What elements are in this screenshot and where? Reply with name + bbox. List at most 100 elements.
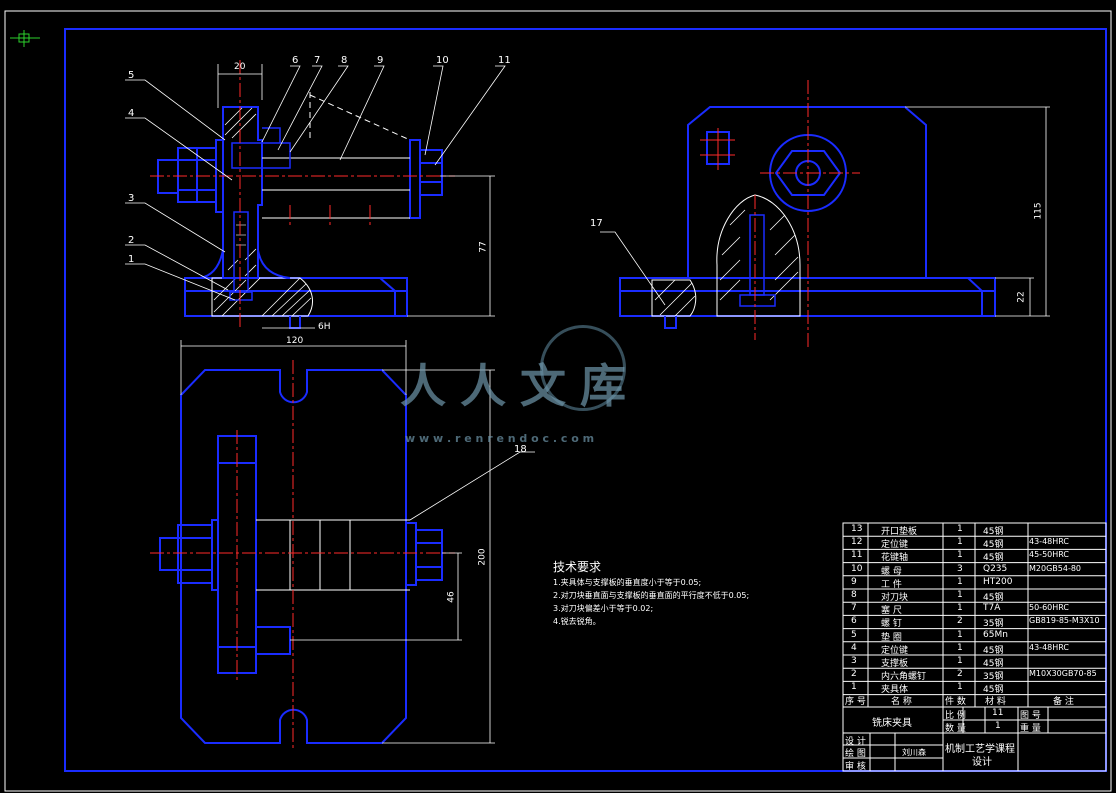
bom-cell-mat: Q235 [983, 563, 1008, 574]
frame-border [64, 28, 1107, 772]
bom-cell-no: 4 [851, 642, 857, 653]
bom-cell-name: 定位键 [881, 645, 909, 656]
bom-cell-note: 43-48HRC [1029, 642, 1070, 652]
bom-cell-name: 支撑板 [881, 659, 909, 669]
bom-cell-qty: 2 [957, 616, 963, 627]
bom-cell-no: 8 [851, 590, 857, 600]
bom-header-name: 名 称 [891, 697, 912, 707]
dim-22: 22 [1016, 291, 1027, 303]
bom-cell-no: 1 [851, 682, 857, 693]
tb-draw: 绘 图 [845, 749, 866, 759]
tech-title: 技术要求 [553, 560, 602, 574]
bom-cell-name: 定位键 [881, 540, 909, 551]
tb-weight-label: 重 量 [1020, 724, 1041, 734]
bom-header: 序 号 名 称 件 数 材 料 备 注 [843, 694, 1106, 707]
bom-cell-name: 塞 尺 [881, 606, 902, 617]
bom-cell-qty: 1 [957, 642, 963, 653]
bom-cell-mat: 35钢 [983, 672, 1004, 683]
tb-count-label: 数 量 [945, 724, 966, 734]
bom-cell-note: 43-48HRC [1029, 537, 1070, 547]
tb-check: 审 核 [845, 762, 866, 772]
side-view [600, 80, 1050, 350]
bom-header-note: 备 注 [1053, 697, 1074, 707]
bom-cell-name: 内六角螺钉 [881, 672, 927, 683]
bom-cell-no: 3 [851, 656, 857, 666]
tb-count: 1 [995, 721, 1001, 731]
balloon-17: 17 [590, 218, 603, 229]
front-view [125, 60, 506, 330]
bom-cell-name: 工 件 [881, 579, 902, 590]
balloon-1: 1 [128, 254, 135, 265]
bom-cell-note: GB819-85-M3X10 [1029, 616, 1100, 626]
bom-cell-qty: 1 [957, 524, 963, 534]
bom-row: 13 开口垫板 1 45钢 [843, 524, 1106, 537]
bom-cell-mat: HT200 [983, 576, 1013, 587]
watermark-url: w w w . r e n r e n d o c . c o m [405, 432, 595, 445]
tb-design: 设 计 [845, 737, 866, 747]
bom-cell-name: 开口垫板 [881, 527, 918, 537]
bom-cell-no: 10 [851, 563, 863, 574]
bom-row: 9 工 件 1 HT200 [843, 577, 1106, 590]
dim-20: 20 [234, 62, 246, 72]
dim-46: 46 [446, 591, 457, 603]
bom-row-lines [843, 535, 1106, 696]
tb-scale: 11 [992, 708, 1004, 718]
bom-cell-qty: 1 [957, 682, 963, 693]
bom-cell-qty: 1 [957, 537, 963, 548]
tb-course2: 设计 [972, 757, 992, 768]
bom-cell-name: 花键轴 [881, 553, 909, 564]
ucs-icon [10, 30, 40, 47]
bom-header-qty: 件 数 [945, 697, 966, 707]
bom-cell-mat: 45钢 [983, 685, 1004, 696]
balloon-18: 18 [514, 444, 527, 455]
bom-cell-no: 5 [851, 629, 857, 640]
dim-115: 115 [1033, 202, 1044, 220]
bom-cell-qty: 1 [957, 629, 963, 640]
bom-cell-no: 11 [851, 550, 863, 561]
bom-cell-mat: 45钢 [983, 659, 1004, 669]
dim-77: 77 [478, 241, 489, 253]
bom-cell-mat: 45钢 [983, 527, 1004, 537]
bom-row: 4 定位键 1 45钢 43-48HRC [843, 643, 1106, 656]
balloon-2: 2 [128, 235, 135, 246]
balloon-3: 3 [128, 193, 135, 204]
tech-item-3: 3.对刀块偏差小于等于0.02; [553, 604, 654, 613]
bom-cell-qty: 2 [957, 669, 963, 680]
dim-200: 200 [477, 548, 488, 566]
bom-row: 2 内六角螺钉 2 35钢 M10X30GB70-85 [843, 669, 1106, 682]
bom-cell-mat: 45钢 [983, 540, 1004, 551]
bom-cell-note: M10X30GB70-85 [1029, 669, 1097, 679]
tb-drawer: 刘川森 [902, 748, 926, 757]
bom-cell-mat: 45钢 [983, 645, 1004, 656]
bom-header-no: 序 号 [845, 697, 866, 707]
bom-cell-qty: 1 [957, 590, 963, 600]
bom-cell-name: 夹具体 [881, 685, 909, 696]
balloon-6: 6 [292, 55, 299, 66]
balloon-11: 11 [498, 55, 511, 66]
bom-row: 3 支撑板 1 45钢 [843, 656, 1106, 669]
bom-cell-no: 9 [851, 576, 857, 587]
bom-cell-qty: 1 [957, 576, 963, 587]
sheet-border [4, 10, 1112, 792]
balloon-10: 10 [436, 55, 449, 66]
bom-cell-qty: 1 [957, 550, 963, 561]
bom-cell-name: 对刀块 [881, 593, 909, 603]
bom-cell-mat: T7A [983, 603, 1001, 614]
watermark-text: 人人文库 [400, 359, 640, 413]
bom-cell-qty: 1 [957, 656, 963, 666]
balloon-4: 4 [128, 108, 135, 119]
bom-cell-no: 13 [851, 524, 863, 534]
tech-item-2: 2.对刀块垂直面与支撑板的垂直面的平行度不低于0.05; [553, 591, 750, 600]
bom-cell-no: 2 [851, 669, 857, 680]
bom-header-mat: 材 料 [985, 697, 1006, 707]
bom-cell-note: M20GB54-80 [1029, 563, 1082, 573]
balloon-7: 7 [314, 55, 321, 66]
